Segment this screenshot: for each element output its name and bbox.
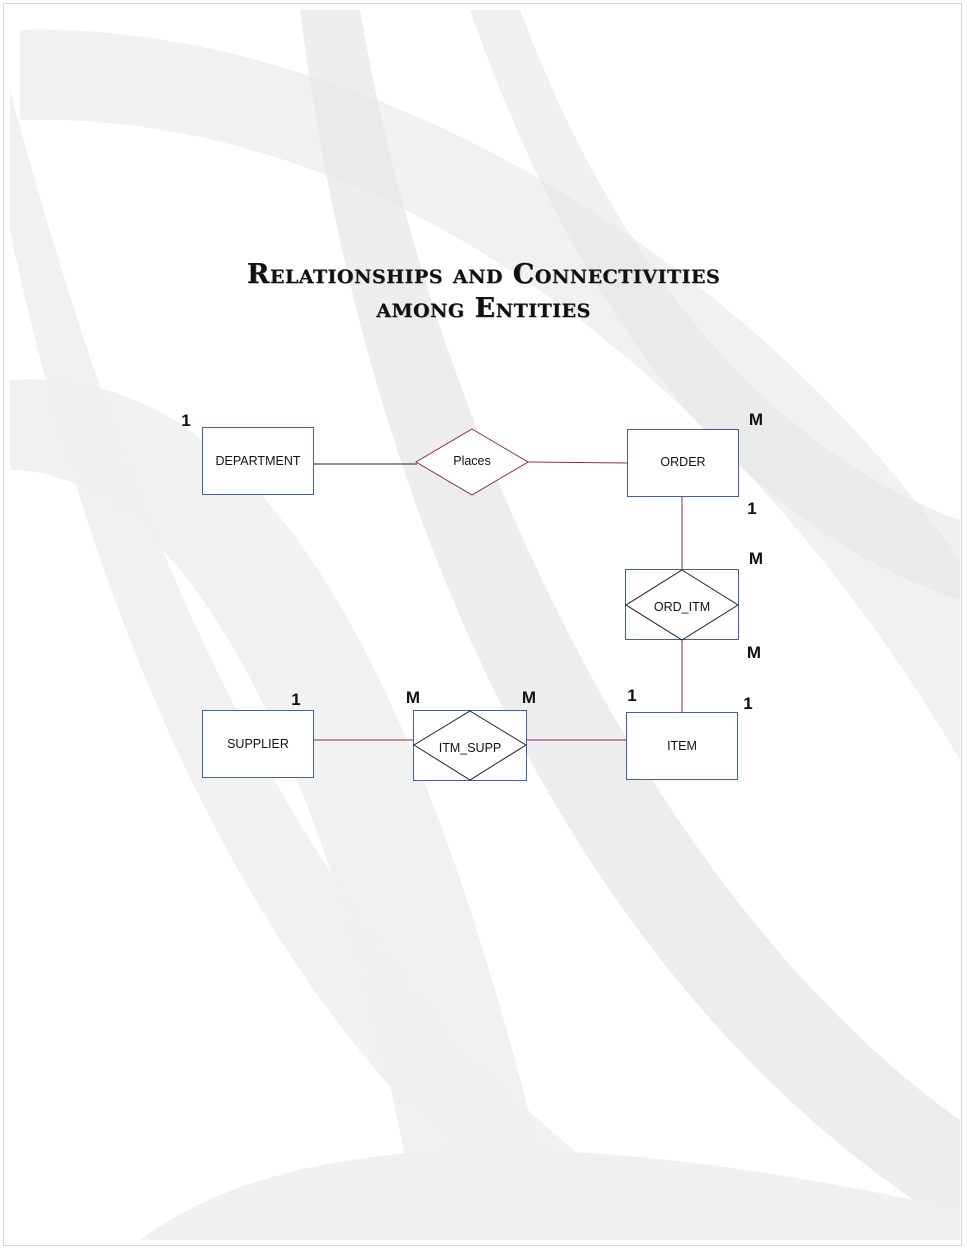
cardinality-item-ord-itm-one: 1 xyxy=(743,694,752,713)
relationship-places[interactable]: Places xyxy=(415,428,529,496)
cardinality-order-ord-itm-one: 1 xyxy=(747,499,756,518)
relationship-ord-itm-label: ORD_ITM xyxy=(654,600,710,614)
diagram-title-line-1: Relationships and Connectivities xyxy=(246,259,721,290)
entity-item[interactable]: ITEM xyxy=(626,712,738,780)
entity-department-label: DEPARTMENT xyxy=(216,454,301,468)
relationship-ord-itm[interactable]: ORD_ITM xyxy=(625,569,739,641)
cardinality-item-ord-itm-many: M xyxy=(747,643,761,662)
cardinality-supplier-itm-supp-one: 1 xyxy=(291,690,300,709)
connector-places-order xyxy=(527,461,628,464)
entity-department[interactable]: DEPARTMENT xyxy=(202,427,314,495)
entity-order[interactable]: ORDER xyxy=(627,429,739,497)
relationship-itm-supp-label: ITM_SUPP xyxy=(439,741,502,755)
entity-item-label: ITEM xyxy=(667,739,697,753)
cardinality-item-itm-supp-one: 1 xyxy=(627,686,636,705)
cardinality-order-places: M xyxy=(749,410,763,429)
cardinality-department-places: 1 xyxy=(181,411,190,430)
entity-order-label: ORDER xyxy=(660,455,705,469)
entity-supplier-label: SUPPLIER xyxy=(227,737,289,751)
entity-supplier[interactable]: SUPPLIER xyxy=(202,710,314,778)
relationship-places-label: Places xyxy=(453,454,491,468)
relationship-itm-supp[interactable]: ITM_SUPP xyxy=(413,710,527,781)
diagram-title-line-2: among Entities xyxy=(376,293,591,324)
cardinality-item-itm-supp-many: M xyxy=(522,688,536,707)
cardinality-order-ord-itm-many: M xyxy=(749,549,763,568)
cardinality-supplier-itm-supp-many: M xyxy=(406,688,420,707)
